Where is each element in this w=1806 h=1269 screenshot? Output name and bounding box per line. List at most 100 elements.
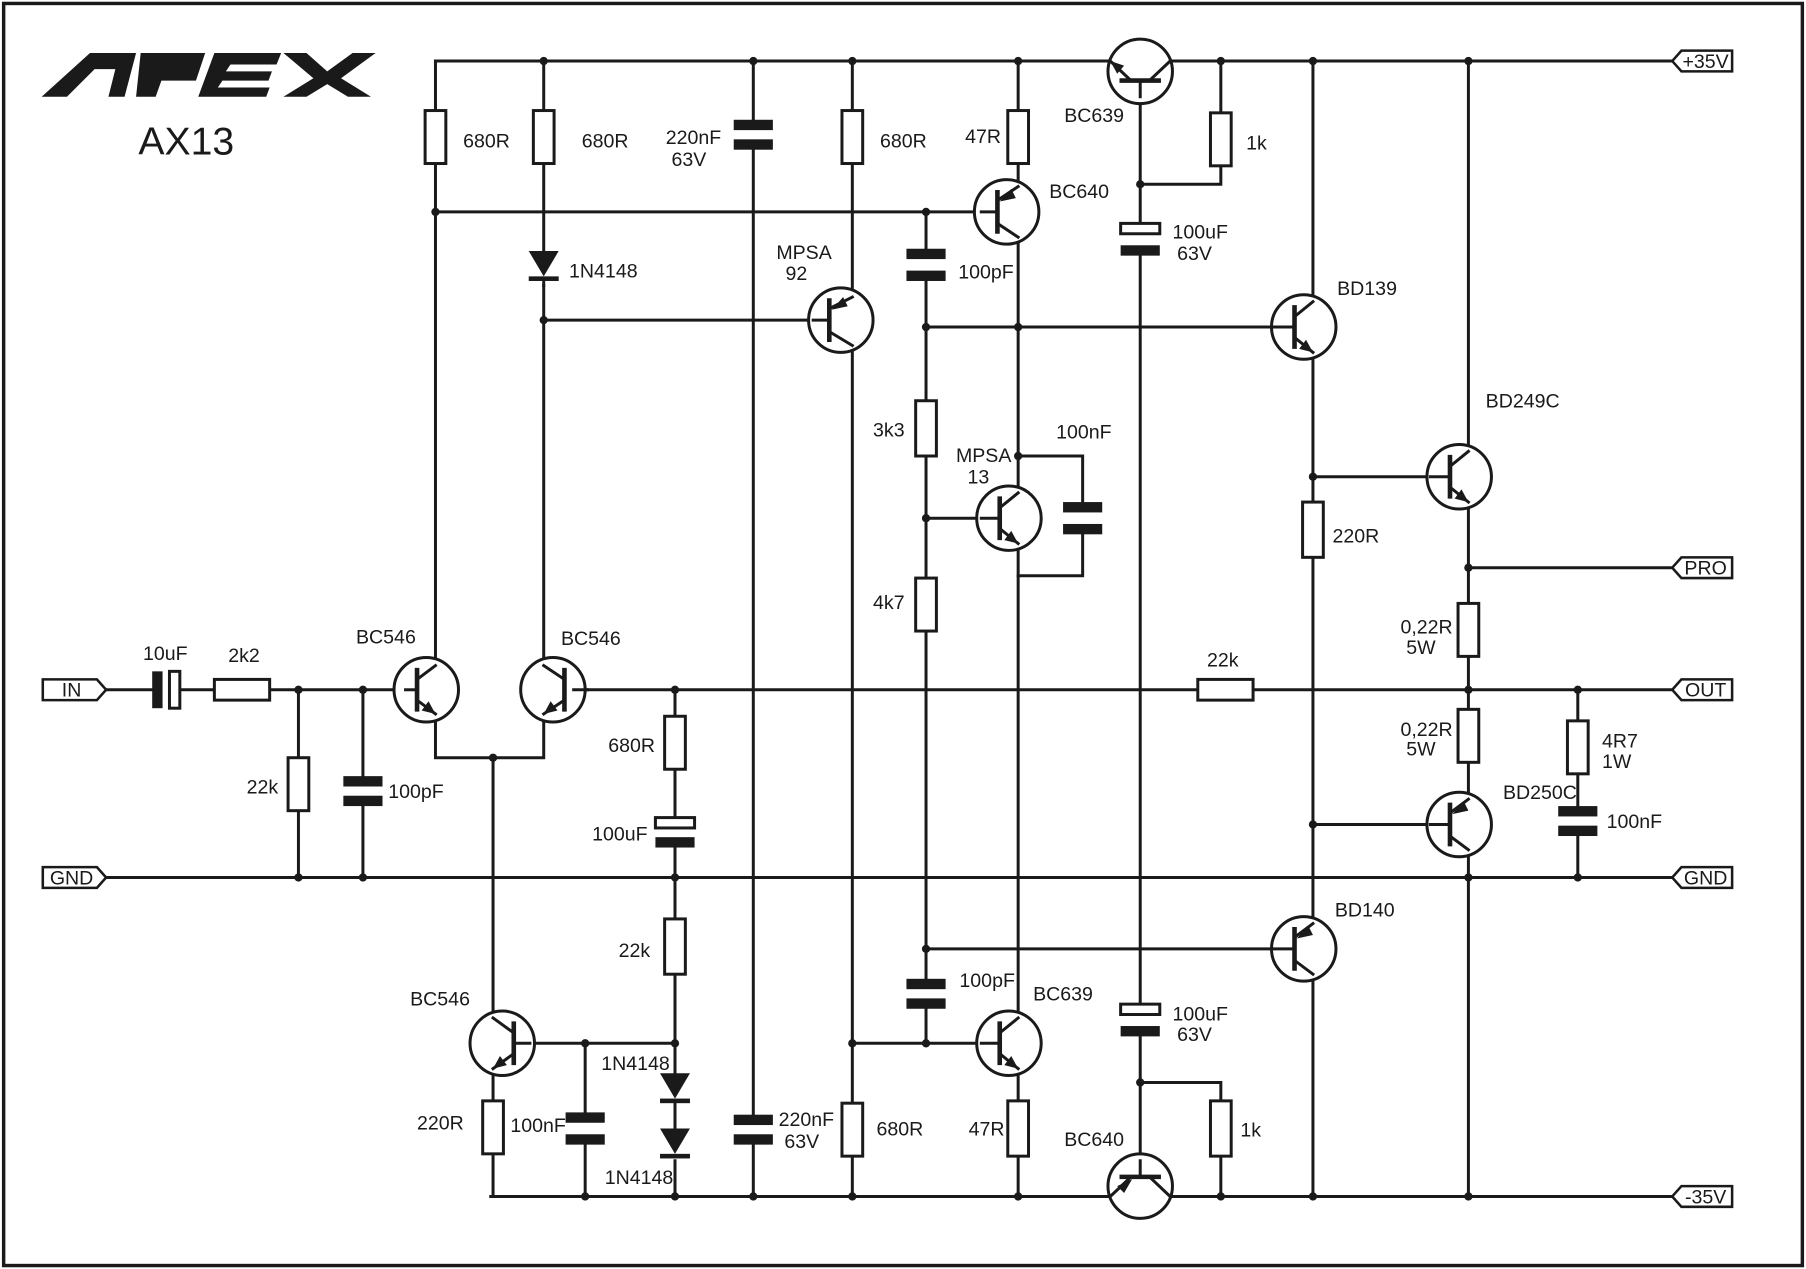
cap-boot-top <box>1119 221 1162 236</box>
capacitors <box>152 119 1598 1145</box>
component-labels: 680R 680R 220nF 63V 680R 47R BC639 1k BC… <box>143 105 1662 1189</box>
port-connectors: +35V PRO OUT GND -35V IN GND <box>41 49 1734 1208</box>
label-q-bc639-bot: BC639 <box>1033 984 1093 1006</box>
schematic-polyline <box>827 329 855 348</box>
schematic-circle <box>848 1039 857 1048</box>
label-c-miller-bot: 100pF <box>959 970 1015 992</box>
schematic-polygon <box>543 701 558 714</box>
label-r-47-top: 47R <box>965 126 1001 148</box>
schematic-circle <box>358 873 368 882</box>
schematic-polygon <box>41 52 137 97</box>
label-c-boot-bot-1: 100uF <box>1172 1003 1228 1025</box>
schematic-polyline <box>414 663 438 682</box>
label-c-miller-top: 100pF <box>958 262 1014 284</box>
label-q-bc640-top: BC640 <box>1049 181 1109 203</box>
label-r-220-driver: 220R <box>1333 525 1380 547</box>
label-d2: 1N4148 <box>601 1053 670 1075</box>
transistor-q-mpsa92 <box>807 286 875 354</box>
diode-d2 <box>660 1073 690 1099</box>
schematic-circle <box>294 685 303 694</box>
resistor-r-47-top <box>1006 109 1031 166</box>
schematic-rect <box>733 139 773 150</box>
schematic-circle <box>921 514 931 523</box>
resistor-r-bias <box>286 756 311 813</box>
schematic-polygon <box>198 52 282 97</box>
schematic-polyline <box>1292 958 1316 977</box>
schematic-polyline <box>1292 921 1316 940</box>
schematic-circle <box>1136 180 1145 189</box>
diode-d3 <box>660 1128 690 1154</box>
label-r-bias: 22k <box>247 776 279 798</box>
label-r-fb-gnd: 680R <box>608 735 655 757</box>
label-c-boot-bot-2: 63V <box>1177 1024 1212 1046</box>
label-r-emit-top-1: 0,22R <box>1400 616 1452 638</box>
schematic-polyline <box>1447 833 1471 852</box>
schematic-polyline <box>1138 1080 1223 1103</box>
port-pro <box>1670 556 1734 580</box>
label-q-ccs: BC546 <box>410 988 470 1010</box>
apex-logo <box>41 52 376 97</box>
cap-rail-top <box>733 119 773 131</box>
schematic-circle <box>848 56 857 66</box>
schematic-circle <box>468 1009 537 1078</box>
label-q-bc640-bot: BC640 <box>1064 1129 1124 1151</box>
label-c-ccs: 100nF <box>510 1115 566 1137</box>
label-r-47-bot: 47R <box>969 1118 1005 1140</box>
label-c-rail-top-1: 220nF <box>666 127 722 149</box>
resistor-r-vas1 <box>840 109 865 166</box>
schematic-polyline <box>541 663 567 682</box>
resistor-r-fb-gnd <box>663 714 687 771</box>
schematic-rect <box>343 795 383 807</box>
port-gnd-left-label: GND <box>50 867 93 889</box>
label-r-3k3: 3k3 <box>873 419 905 441</box>
schematic-rect <box>1120 1026 1160 1037</box>
label-q-lt2: BC546 <box>561 628 621 650</box>
port-gnd-left <box>41 865 108 890</box>
transistor-q-bd250c <box>1425 790 1493 859</box>
label-r-in: 2k2 <box>228 645 260 667</box>
port-in-label: IN <box>62 680 82 702</box>
schematic-polygon <box>1454 489 1469 503</box>
schematic-circle <box>1573 873 1582 882</box>
schematic-circle <box>294 873 303 882</box>
schematic-polyline <box>1138 164 1223 186</box>
schematic-polygon <box>1004 530 1019 544</box>
schematic-circle <box>358 685 368 694</box>
schematic-polyline <box>433 712 546 760</box>
schematic-circle <box>1014 322 1023 332</box>
transistors <box>392 37 1493 1220</box>
schematic-polygon <box>831 297 848 310</box>
transistor-q-ccs <box>468 1009 537 1078</box>
port-out <box>1670 678 1734 702</box>
schematic-circle <box>539 315 548 325</box>
label-r-ref: 22k <box>619 940 651 962</box>
schematic-circle <box>921 1039 931 1048</box>
label-r-1k-bot: 1k <box>1240 1120 1261 1142</box>
schematic-rect <box>1120 245 1160 256</box>
transistor-q-bd139 <box>1269 293 1338 361</box>
schematic-polyline <box>1147 1174 1173 1199</box>
resistors <box>212 109 1590 1158</box>
label-c-fb: 100uF <box>592 824 648 846</box>
label-r-vas1: 680R <box>880 130 927 152</box>
label-r-1k-top: 1k <box>1246 133 1267 155</box>
schematic-circle <box>1106 1152 1174 1220</box>
label-q-mpsa13-1: MPSA <box>956 445 1012 467</box>
port-vneg-label: -35V <box>1685 1186 1726 1208</box>
schematic-circle <box>539 56 548 66</box>
schematic-circle <box>1308 1192 1318 1201</box>
schematic-polyline <box>1147 58 1173 83</box>
resistor-r-1k-top <box>1208 111 1233 168</box>
schematic-rect <box>1558 825 1598 837</box>
port-gnd-right-label: GND <box>1684 867 1727 889</box>
label-c-boot-top-1: 100uF <box>1172 221 1228 243</box>
schematic-polygon <box>421 701 436 714</box>
resistor-r-fb <box>1196 677 1255 702</box>
model-label: AX13 <box>138 120 234 163</box>
transistor-q-bc640-bot <box>1106 1152 1174 1220</box>
schematic-circle <box>1014 451 1023 461</box>
schematic-circle <box>1425 790 1493 859</box>
cap-ccs <box>565 1112 605 1123</box>
label-r-zob-1: 4R7 <box>1602 730 1638 752</box>
